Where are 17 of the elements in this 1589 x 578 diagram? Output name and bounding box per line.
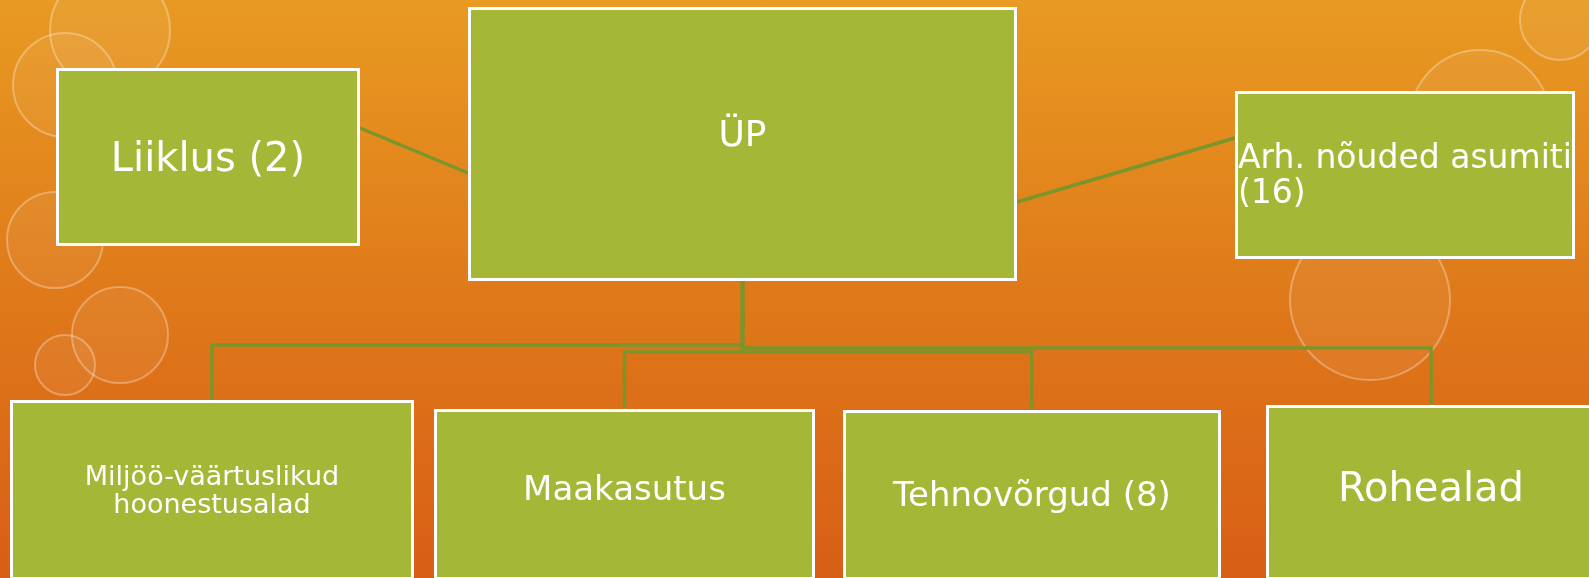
topic-box: [1235, 91, 1575, 259]
box-label: Tehnovõrgud (8): [893, 477, 1171, 513]
connector-line: [1016, 136, 1236, 204]
connector-line: [359, 126, 469, 175]
topic-box: [843, 410, 1221, 578]
box-label: Arh. nõuded asumiti (16): [1238, 140, 1572, 210]
connector-line: [740, 281, 1433, 405]
box-label: ÜP: [718, 115, 767, 153]
box-label: Liiklus (2): [110, 136, 306, 178]
box-label: Maakasutus: [523, 470, 726, 507]
box-label: Miljöö-väärtuslikud hoonestusalad: [83, 461, 341, 519]
topic-box: [10, 400, 414, 578]
topic-box: [434, 409, 815, 578]
topic-box: [1266, 405, 1589, 578]
topic-box: [468, 7, 1017, 281]
box-label: Rohealad: [1338, 465, 1524, 508]
topic-box: [56, 68, 360, 246]
